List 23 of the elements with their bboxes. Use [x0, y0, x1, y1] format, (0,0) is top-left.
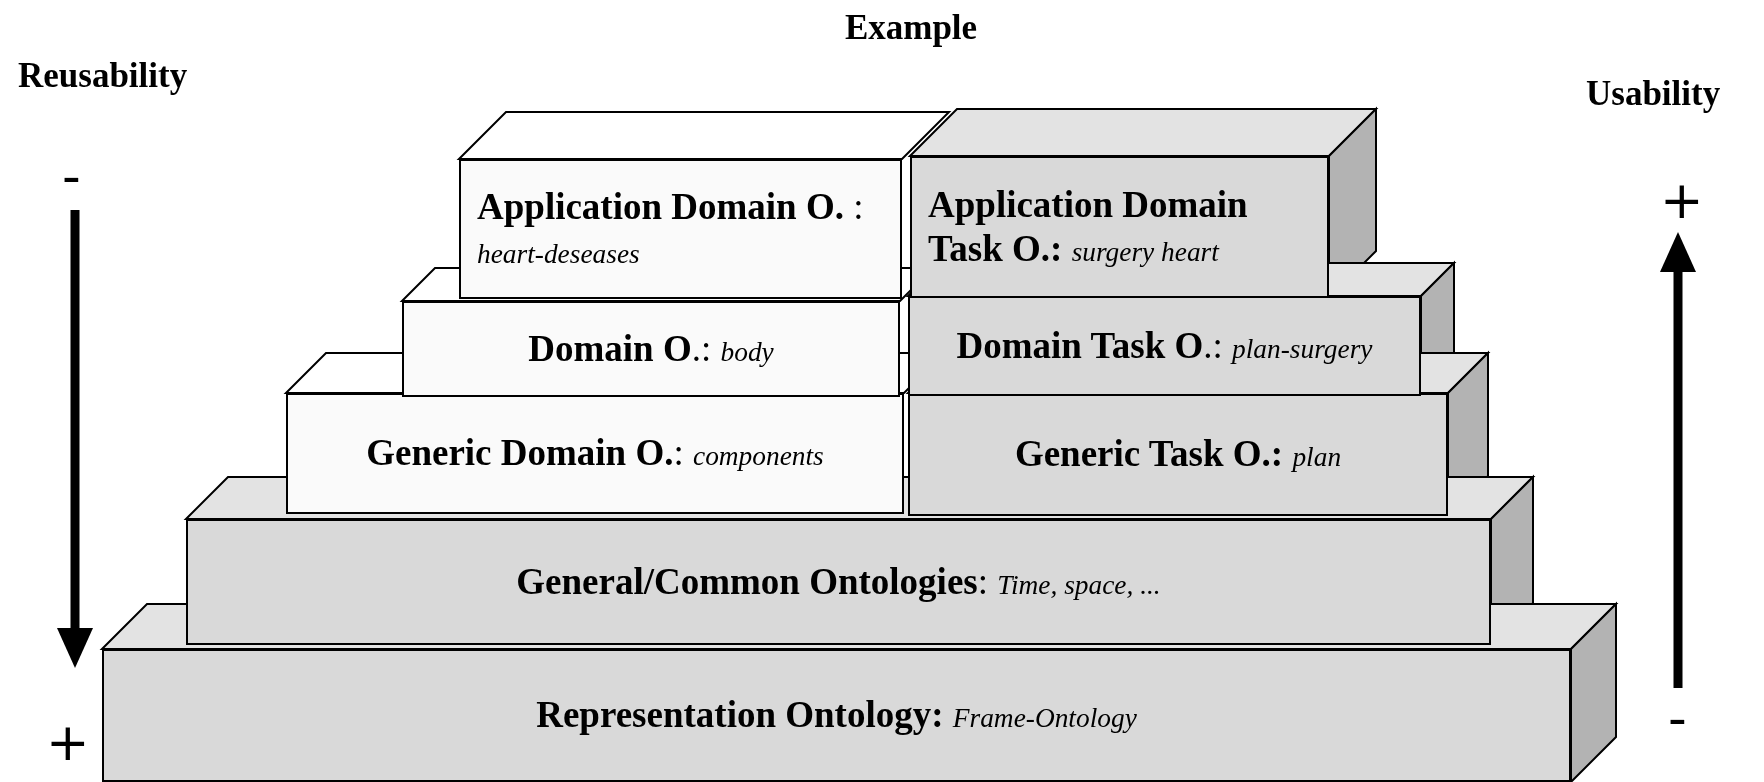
- layer-block: [908, 296, 1421, 396]
- layer-block: [459, 159, 902, 299]
- axis-heading: Usability: [1586, 74, 1721, 114]
- layer-block: [186, 519, 1491, 645]
- layer-block: [286, 393, 904, 514]
- layer-label: Domain Task O.: plan-surgery: [956, 323, 1373, 368]
- scale-sign: +: [46, 716, 90, 768]
- scale-sign: -: [62, 150, 81, 202]
- layer-label: Domain O.: body: [528, 326, 774, 371]
- axis-heading: Reusability: [18, 56, 188, 96]
- layer-block: [908, 393, 1448, 516]
- layer-block: [910, 156, 1329, 298]
- layer-label: General/Common Ontologies: Time, space, ...: [516, 559, 1161, 604]
- layer-label: Representation Ontology: Frame-Ontology: [536, 693, 1137, 738]
- column-heading: Example: [844, 8, 978, 48]
- layer-block: [102, 649, 1571, 782]
- layer-label: Generic Domain O.: components: [366, 431, 824, 476]
- scale-sign: +: [1660, 174, 1704, 226]
- scale-sign: -: [1668, 692, 1687, 744]
- layer-label: Application Domain O. : heart-deseases: [477, 184, 865, 271]
- layer-label: Generic Task O.: plan: [1014, 432, 1342, 477]
- layer-label: Application Domain Task O.: surgery heart: [928, 182, 1249, 271]
- layer-block: [402, 301, 900, 397]
